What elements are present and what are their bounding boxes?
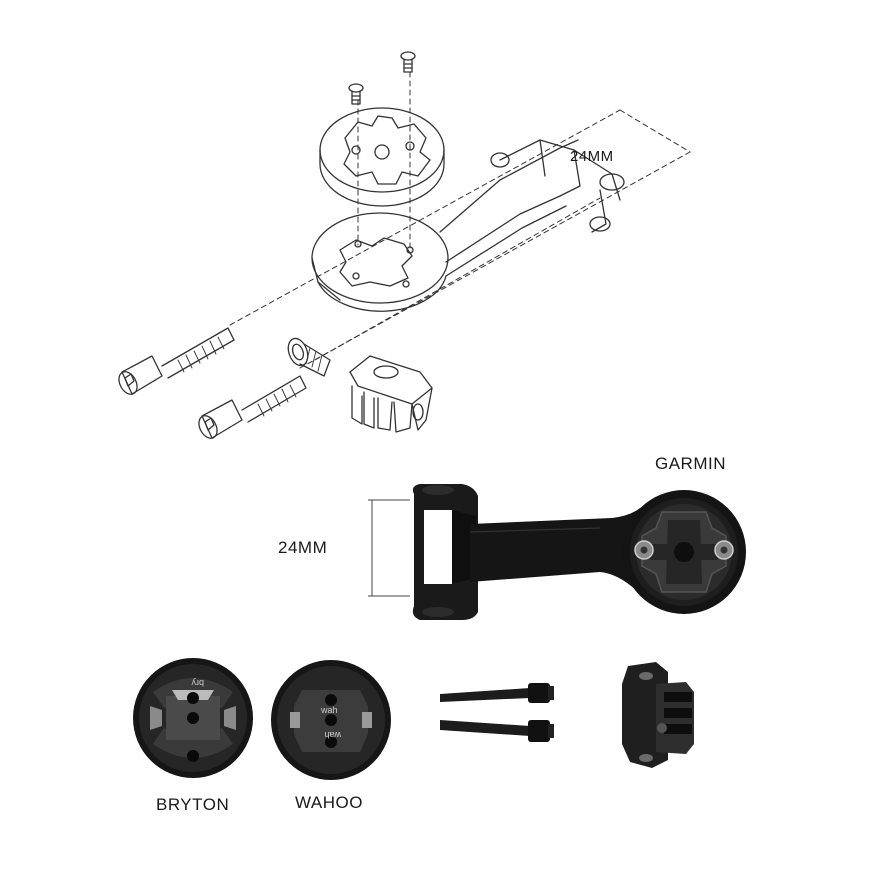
garmin-head xyxy=(622,490,746,614)
bryton-logo-text: bry xyxy=(191,678,204,688)
gopro-adapter-photo xyxy=(622,662,694,768)
wahoo-logo-text-bottom: wah xyxy=(324,730,342,740)
top-screw-right xyxy=(400,51,416,73)
wahoo-label: WAHOO xyxy=(295,793,363,812)
long-bolt-upper xyxy=(118,327,235,395)
bryton-adapter: bry xyxy=(133,658,253,778)
dimension-label-top: 24MM xyxy=(570,148,614,165)
wahoo-logo-text-top: wah xyxy=(320,705,338,715)
stem-arm xyxy=(311,139,625,312)
long-bolt-lower xyxy=(198,375,307,439)
bryton-label: BRYTON xyxy=(156,795,230,814)
bolt-lower-photo xyxy=(440,720,554,742)
alignment-lines xyxy=(229,71,691,369)
garmin-label: GARMIN xyxy=(655,454,726,473)
gopro-adapter-outline xyxy=(349,355,433,433)
bolt-upper-photo xyxy=(440,683,554,703)
dimension-label-side: 24MM xyxy=(278,538,328,557)
top-screw-left xyxy=(348,83,364,105)
wahoo-adapter: wah wah xyxy=(271,660,391,780)
dimension-bracket xyxy=(368,499,410,597)
upper-mount-plate xyxy=(319,107,445,207)
short-bolt xyxy=(287,337,331,377)
